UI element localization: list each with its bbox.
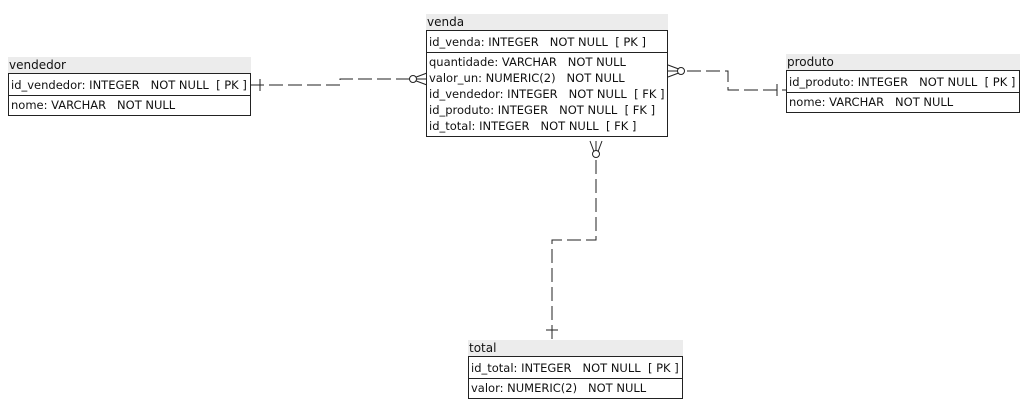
attribute-section: nome: VARCHAR NOT NULL [9,96,250,115]
relationship-produto-venda [667,64,787,96]
attribute: nome: VARCHAR NOT NULL [789,95,954,109]
relationship-vendedor-venda [250,72,428,91]
attribute: valor_un: NUMERIC(2) NOT NULL [429,71,625,85]
pk-attribute: id_vendedor: INTEGER NOT NULL [ PK ] [11,78,247,92]
entity-box: id_produto: INTEGER NOT NULL [ PK ] nome… [786,70,1020,113]
attribute: nome: VARCHAR NOT NULL [11,98,176,112]
entity-title: venda [426,14,668,30]
pk-section: id_venda: INTEGER NOT NULL [ PK ] [427,31,667,53]
pk-section: id_vendedor: INTEGER NOT NULL [ PK ] [9,74,250,96]
zero-marker-venda-right [677,67,685,75]
attribute-section: nome: VARCHAR NOT NULL [787,93,1019,112]
entity-box: id_venda: INTEGER NOT NULL [ PK ] quanti… [426,30,668,137]
entity-title: total [468,340,683,356]
attribute: id_produto: INTEGER NOT NULL [ FK ] [429,103,656,117]
entity-title: produto [786,54,1020,70]
pk-attribute: id_produto: INTEGER NOT NULL [ PK ] [789,75,1016,89]
pk-section: id_total: INTEGER NOT NULL [ PK ] [469,357,682,379]
attribute: id_total: INTEGER NOT NULL [ FK ] [429,119,637,133]
entity-box: id_total: INTEGER NOT NULL [ PK ] valor:… [468,356,683,399]
attribute: id_vendedor: INTEGER NOT NULL [ FK ] [429,87,665,101]
attribute-section: quantidade: VARCHAR NOT NULL valor_un: N… [427,53,667,136]
zero-marker-venda-bottom [592,150,600,158]
entity-total[interactable]: total id_total: INTEGER NOT NULL [ PK ] … [468,340,683,399]
entity-vendedor[interactable]: vendedor id_vendedor: INTEGER NOT NULL [… [8,57,251,116]
entity-venda[interactable]: venda id_venda: INTEGER NOT NULL [ PK ] … [426,14,668,137]
pk-attribute: id_venda: INTEGER NOT NULL [ PK ] [429,35,646,49]
attribute: quantidade: VARCHAR NOT NULL [429,55,626,69]
entity-title: vendedor [8,57,251,73]
entity-produto[interactable]: produto id_produto: INTEGER NOT NULL [ P… [786,54,1020,113]
zero-marker-venda-left [409,75,417,83]
entity-box: id_vendedor: INTEGER NOT NULL [ PK ] nom… [8,73,251,116]
pk-attribute: id_total: INTEGER NOT NULL [ PK ] [471,361,679,375]
attribute-section: valor: NUMERIC(2) NOT NULL [469,379,682,398]
pk-section: id_produto: INTEGER NOT NULL [ PK ] [787,71,1019,93]
relationship-total-venda [546,140,603,341]
attribute: valor: NUMERIC(2) NOT NULL [471,381,647,395]
